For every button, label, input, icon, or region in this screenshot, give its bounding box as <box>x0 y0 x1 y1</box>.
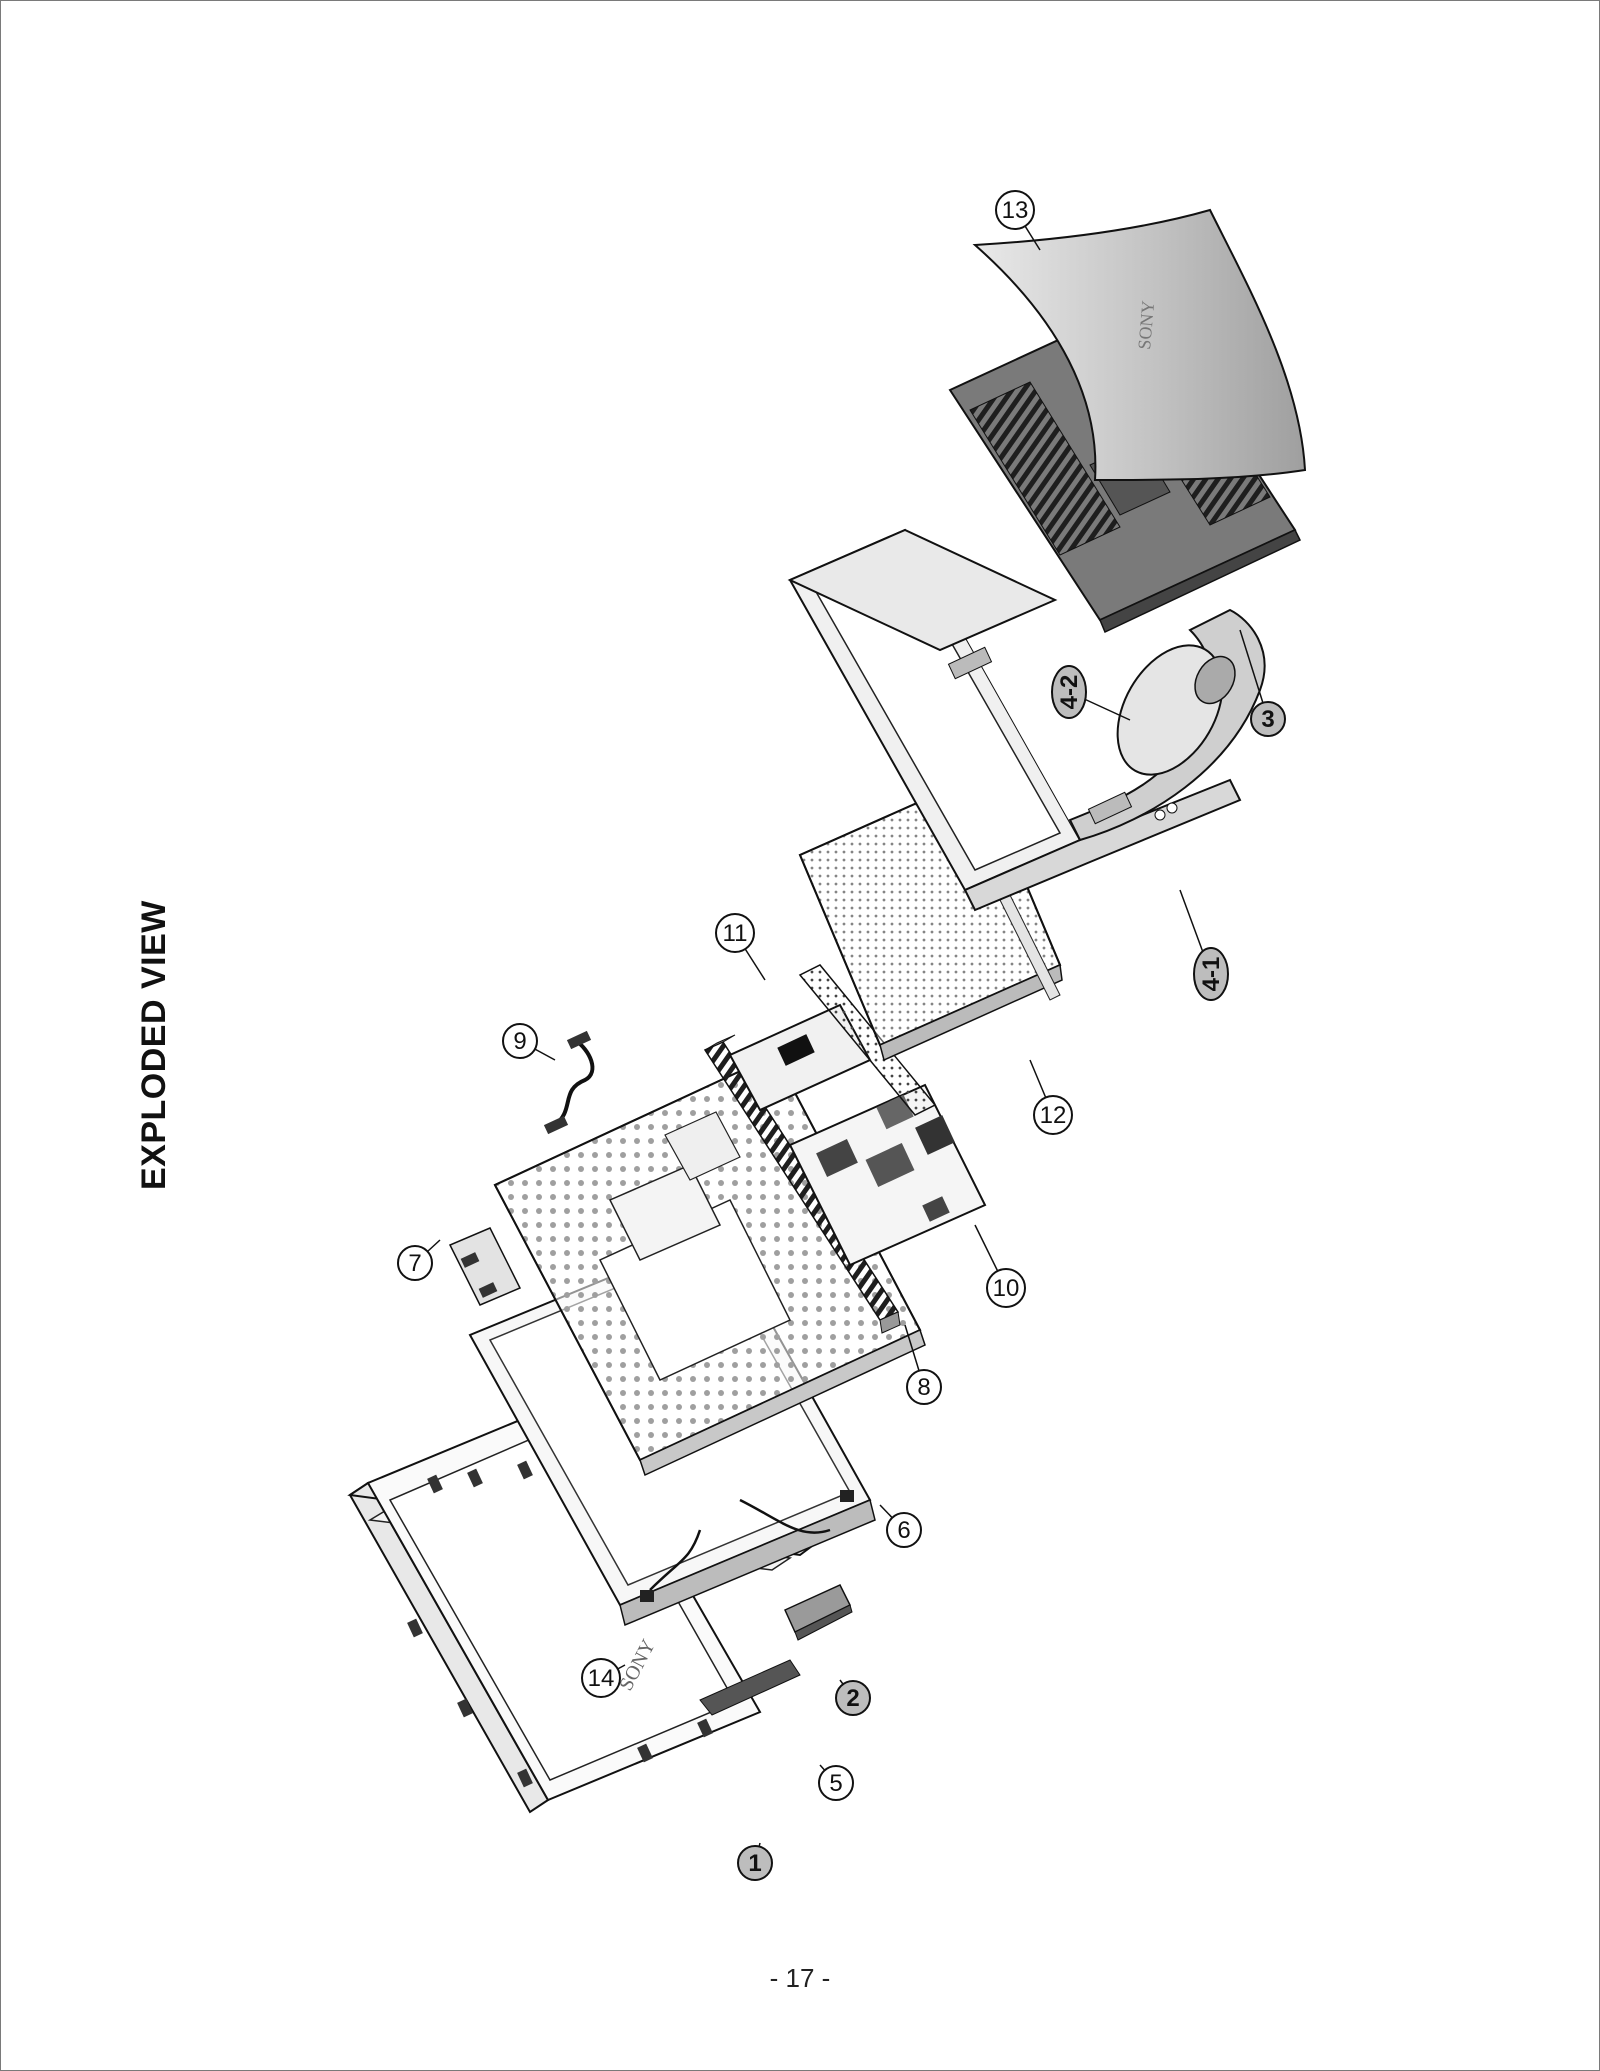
callout-label: 8 <box>917 1374 930 1401</box>
callout-label: 14 <box>588 1665 615 1692</box>
callout-4-2: 4-2 <box>1051 665 1087 719</box>
button-strip <box>784 1584 853 1641</box>
back-cover-logo: SONY <box>1134 300 1158 351</box>
callout-label: 11 <box>723 920 748 947</box>
callout-label: 10 <box>993 1275 1020 1302</box>
back-cover: SONY <box>972 208 1307 482</box>
callout-13: 13 <box>995 190 1035 230</box>
bezel-tabs <box>407 1446 713 1788</box>
callout-8: 8 <box>906 1369 942 1405</box>
callout-label: 12 <box>1040 1102 1067 1129</box>
callout-label: 6 <box>897 1517 910 1544</box>
callout-6: 6 <box>886 1512 922 1548</box>
callout-label: 3 <box>1261 706 1274 733</box>
callout-label: 13 <box>1002 197 1029 224</box>
callout-2: 2 <box>835 1680 871 1716</box>
callout-5: 5 <box>818 1765 854 1801</box>
callout-12: 12 <box>1033 1095 1073 1135</box>
callout-label: 1 <box>748 1850 761 1877</box>
callout-4-1: 4-1 <box>1193 947 1229 1001</box>
callout-label: 4-1 <box>1198 957 1225 992</box>
small-bracket <box>448 1227 522 1306</box>
page-number: - 17 - <box>769 1963 831 1993</box>
callout-7: 7 <box>397 1245 433 1281</box>
callout-14: 14 <box>581 1658 621 1698</box>
callout-label: 4-2 <box>1056 675 1083 710</box>
callout-11: 11 <box>715 913 755 953</box>
main-board <box>788 1083 987 1267</box>
callout-3: 3 <box>1250 701 1286 737</box>
callout-label: 2 <box>846 1685 859 1712</box>
callout-9: 9 <box>502 1023 538 1059</box>
callout-label: 9 <box>513 1028 526 1055</box>
cable <box>543 1030 595 1135</box>
callout-10: 10 <box>986 1268 1026 1308</box>
small-board <box>728 964 937 1116</box>
callout-label: 5 <box>829 1770 842 1797</box>
rear-frame-stand <box>787 430 1280 912</box>
callout-1: 1 <box>737 1845 773 1881</box>
callout-label: 7 <box>408 1250 421 1277</box>
